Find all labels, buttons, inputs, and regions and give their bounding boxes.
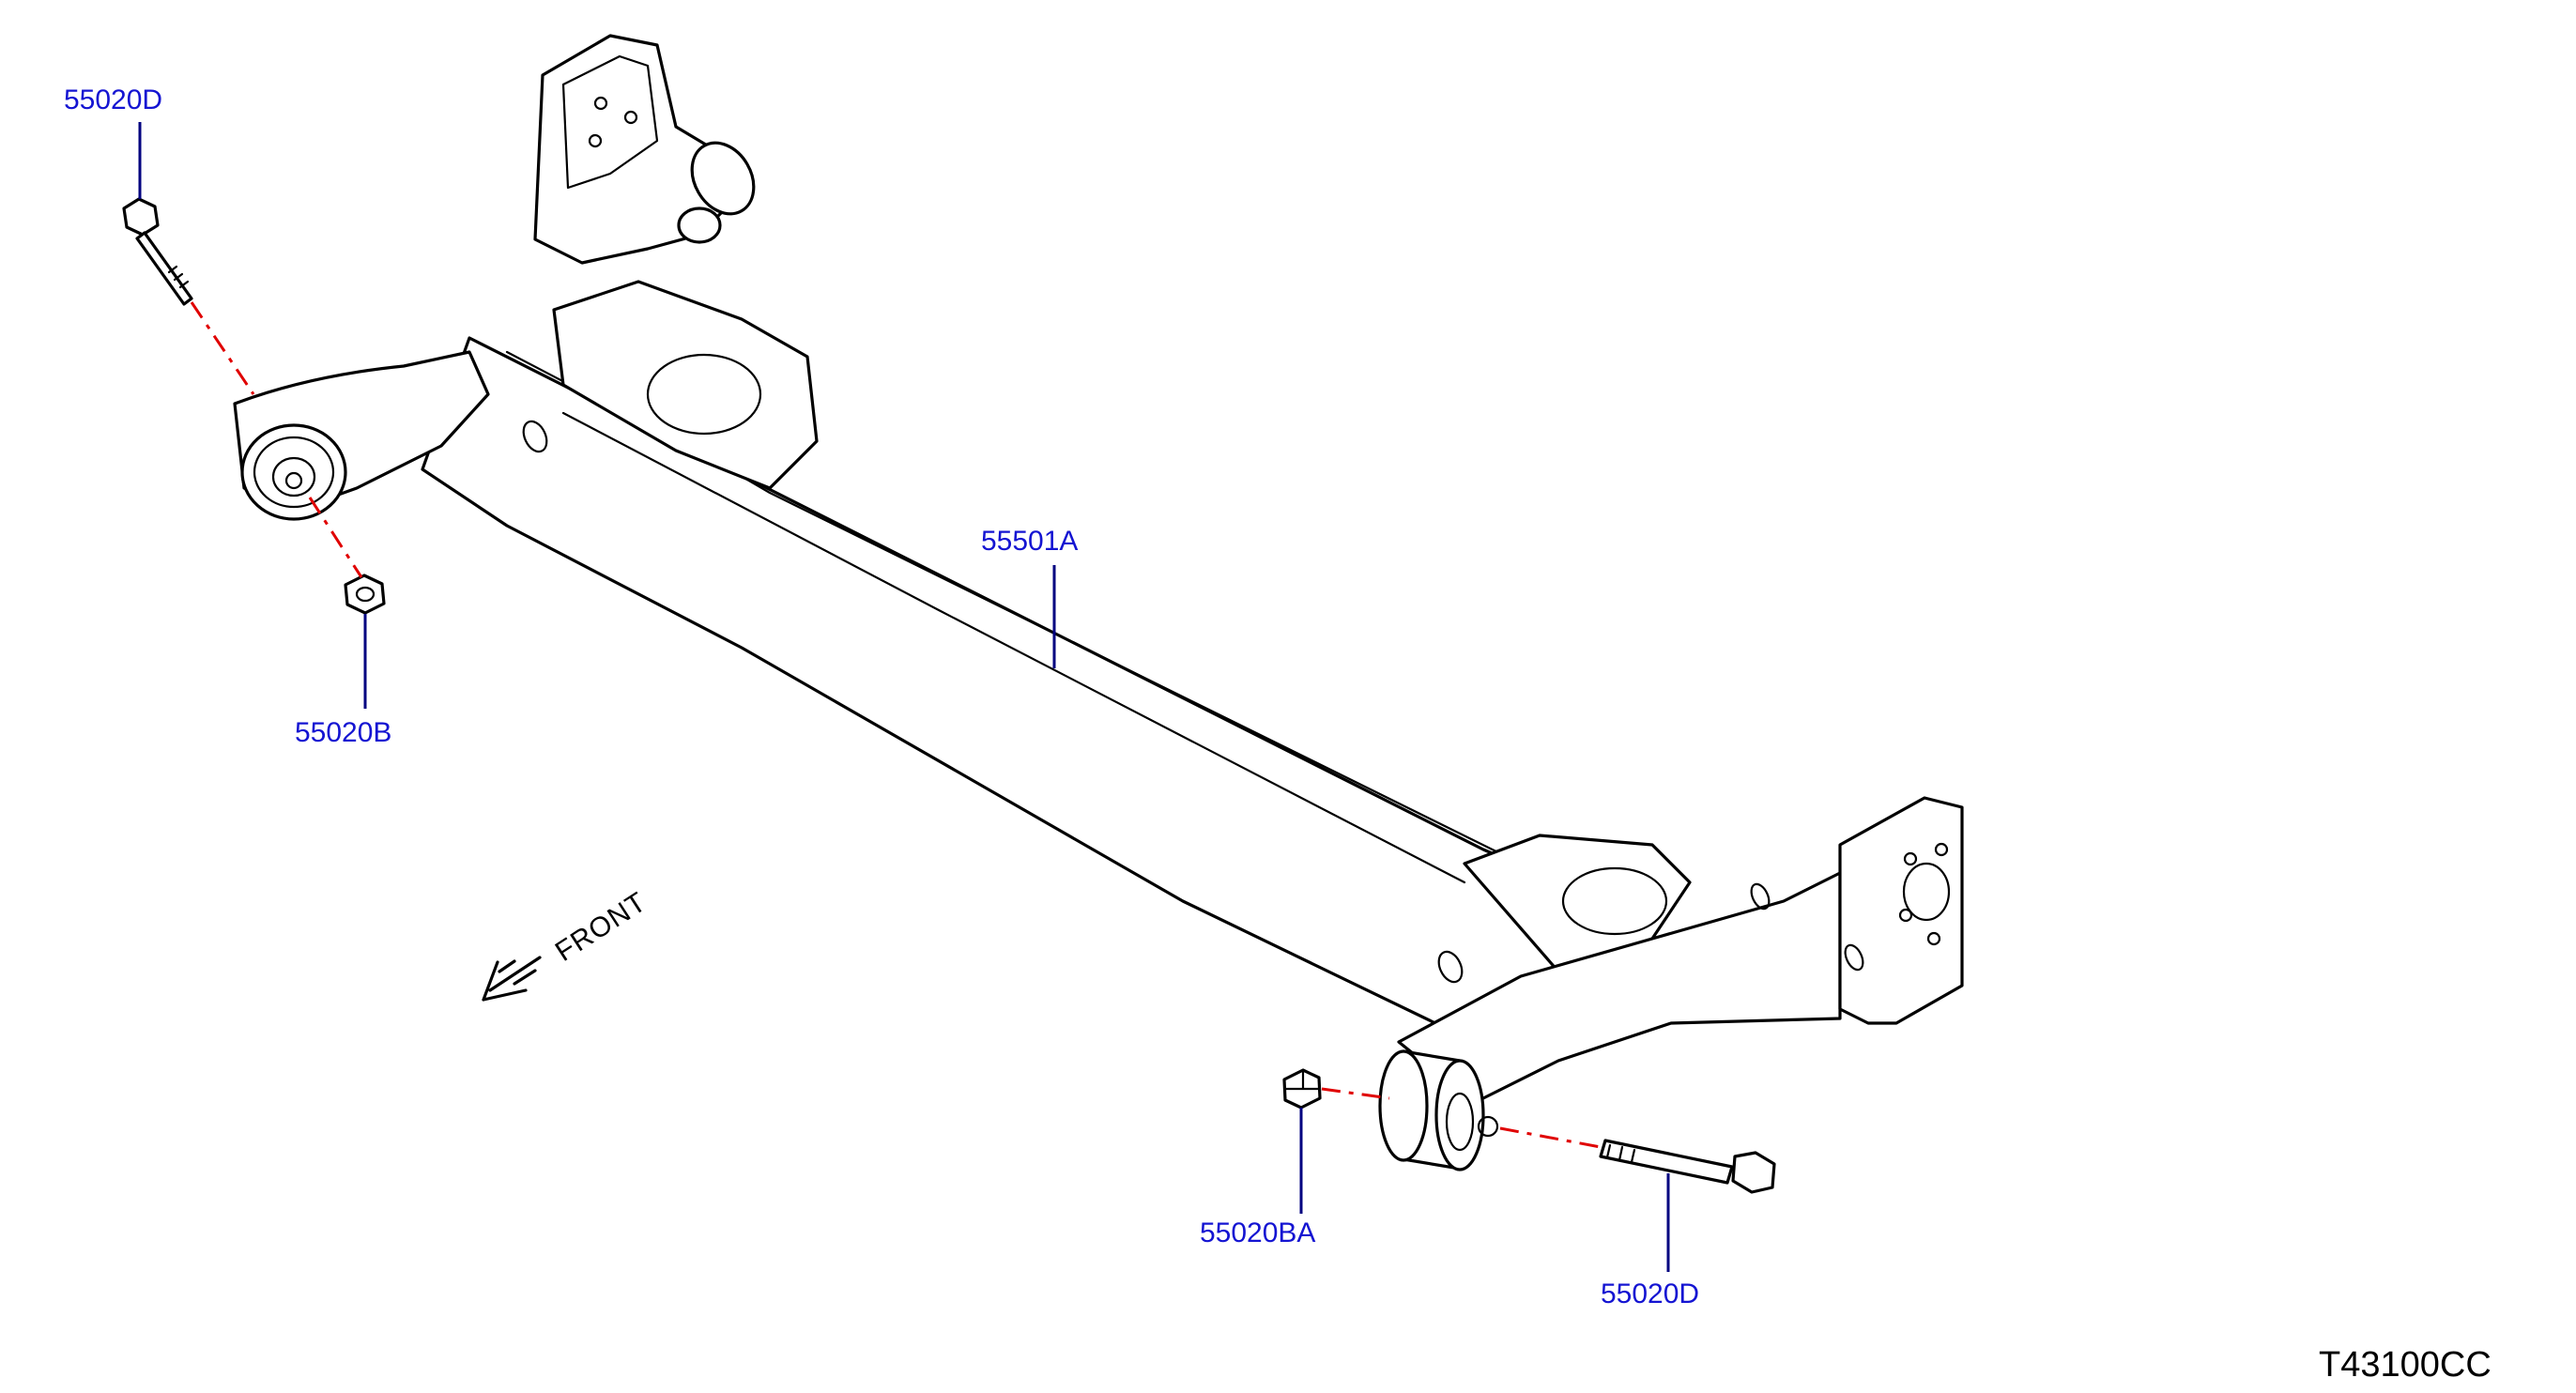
left-trailing-arm: [233, 34, 819, 521]
centerline-left-lower: [308, 497, 363, 578]
drawing-code: T43100CC: [2319, 1345, 2492, 1385]
callout-axle-beam: 55501A: [981, 526, 1078, 557]
left-bracket-hole-3: [588, 133, 603, 148]
nut-left: [344, 574, 386, 615]
left-bushing-inner: [271, 456, 316, 498]
bolt-head-right: [1731, 1151, 1776, 1194]
right-spring-seat-hole: [1561, 866, 1668, 936]
bolt-thread-left: [167, 265, 190, 289]
right-bracket-hole-main: [1902, 862, 1951, 922]
left-bushing-ring: [253, 436, 335, 509]
bolt-shank-left: [135, 231, 193, 306]
callout-bolt-top-left: 55020D: [64, 84, 162, 115]
nut-left-hole: [355, 586, 376, 603]
centerline-left-upper: [190, 301, 255, 395]
right-bushing-inner: [1445, 1092, 1475, 1152]
bolt-head-left: [122, 197, 160, 237]
callout-nut-right: 55020BA: [1200, 1217, 1315, 1248]
right-trailing-arm: [1378, 796, 1964, 1171]
bolt-shank-right: [1599, 1139, 1734, 1185]
right-bushing-bore: [1477, 1115, 1499, 1138]
left-bracket-hole-1: [593, 96, 608, 111]
axle-beam-crease: [561, 411, 1466, 884]
callout-nut-left: 55020B: [295, 717, 391, 748]
left-spring-seat: [552, 280, 819, 490]
right-bracket-hole-4: [1926, 931, 1941, 946]
left-bushing-bore: [284, 471, 303, 490]
left-spring-seat-hole: [646, 353, 762, 436]
left-bracket-inner: [561, 54, 659, 190]
axle-hole-right: [1437, 950, 1464, 984]
front-arrow-icon: [482, 956, 542, 1002]
left-bracket-hole-2: [623, 110, 638, 125]
nut-right: [1282, 1068, 1322, 1110]
centerline-right-nut: [1321, 1087, 1390, 1100]
right-arm-hole: [1750, 882, 1771, 911]
front-direction-indicator: FRONT: [482, 886, 652, 1002]
axle-hole-left: [522, 420, 548, 453]
front-label: FRONT: [550, 886, 652, 968]
right-bracket-hole-3: [1898, 908, 1913, 923]
bolt-right: [1599, 1139, 1776, 1194]
right-bracket-hole-1: [1903, 851, 1918, 866]
callout-bolt-right: 55020D: [1601, 1278, 1699, 1309]
left-bracket-tube: [690, 141, 756, 216]
nut-left-hex: [344, 574, 386, 615]
right-arm-hole-2: [1844, 943, 1864, 972]
right-bracket-hole-2: [1934, 842, 1949, 857]
bolt-top-left: [122, 197, 193, 306]
right-bushing-front: [1434, 1059, 1485, 1171]
right-bushing-rear: [1378, 1049, 1429, 1162]
nut-right-edges: [1283, 1068, 1322, 1091]
bolt-thread-right: [1605, 1143, 1636, 1164]
centerline-right-bolt: [1499, 1126, 1602, 1149]
left-bracket-bushing: [677, 207, 722, 244]
